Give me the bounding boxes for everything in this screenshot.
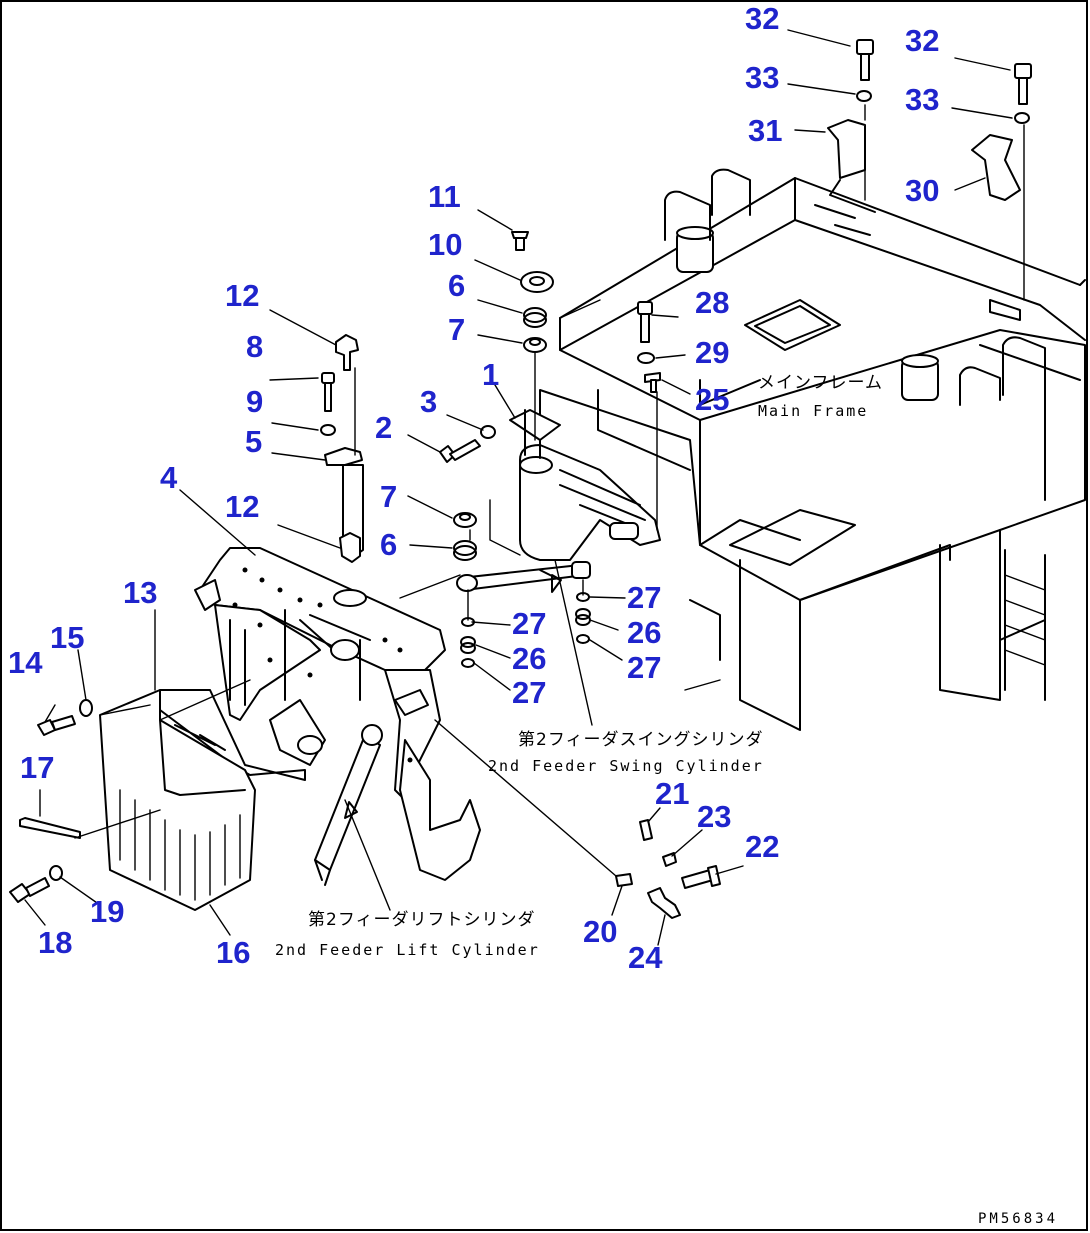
callout-33-right: 33 [905,82,939,117]
callout-29: 29 [695,335,729,370]
callout-12-top: 12 [225,278,259,313]
swing-cylinder [456,561,591,592]
swing-cylinder-label-en: 2nd Feeder Swing Cylinder [488,757,764,775]
lift-cylinder-label-en: 2nd Feeder Lift Cylinder [275,941,540,959]
lift-cylinder-label-jp: 第2フィーダリフトシリンダ [308,910,535,930]
callout-4: 4 [160,460,178,495]
callout-12-lower: 12 [225,489,259,524]
callout-labels: 1 2 3 4 5 6 6 7 7 8 9 10 11 12 12 13 14 … [8,1,939,975]
feeder-pivot-hole [333,589,367,607]
feeder-frame-bolt-holes [232,567,413,763]
callout-3: 3 [420,384,437,419]
plate-17 [19,817,81,839]
callout-15: 15 [50,620,84,655]
lift-cylinder [314,724,383,886]
handrail-left [664,190,711,241]
swing-cylinder-arrow [551,574,562,593]
main-frame-body [539,168,1086,731]
callout-17: 17 [20,750,54,785]
callout-18: 18 [38,925,72,960]
callout-30: 30 [905,173,939,208]
callout-24: 24 [628,940,663,975]
callout-32-left: 32 [745,1,779,36]
callout-23: 23 [697,799,731,834]
leader-lines [24,29,1025,946]
callout-27-left-b: 27 [512,675,546,710]
callout-19: 19 [90,894,124,929]
callout-20: 20 [583,914,617,949]
callout-21: 21 [655,776,689,811]
callout-2: 2 [375,410,392,445]
main-frame-label-en: Main Frame [758,402,868,420]
callout-16: 16 [216,935,250,970]
cover-16 [99,689,256,911]
callout-8: 8 [246,329,263,364]
callout-32-right: 32 [905,23,939,58]
callout-27-right-b: 27 [627,650,661,685]
callout-7-mid: 7 [380,479,397,514]
callout-6-mid: 6 [380,527,397,562]
callout-33-left: 33 [745,60,779,95]
lift-cylinder-arrow [344,801,358,819]
callout-26-left: 26 [512,641,546,676]
callout-7-top: 7 [448,312,465,347]
callout-13: 13 [123,575,157,610]
callout-10: 10 [428,227,462,262]
callout-6-top: 6 [448,268,465,303]
callout-9: 9 [246,384,263,419]
callout-26-right: 26 [627,615,661,650]
callout-14: 14 [8,645,43,680]
swing-cylinder-label-jp: 第2フィーダスイングシリンダ [518,730,763,750]
drawing-code: PM56834 [978,1211,1058,1227]
callout-11: 11 [428,179,461,214]
ladder [1004,549,1046,696]
main-frame-hatch [744,299,841,351]
main-frame-label-jp: メインフレーム [758,373,883,393]
callout-5: 5 [245,424,262,459]
swing-bracket [509,409,661,561]
callout-28: 28 [695,285,729,320]
callout-27-left-a: 27 [512,606,546,641]
callout-27-right-a: 27 [627,580,661,615]
callout-31: 31 [748,113,782,148]
callout-22: 22 [745,829,779,864]
callout-25: 25 [695,382,729,417]
callout-1: 1 [482,357,499,392]
